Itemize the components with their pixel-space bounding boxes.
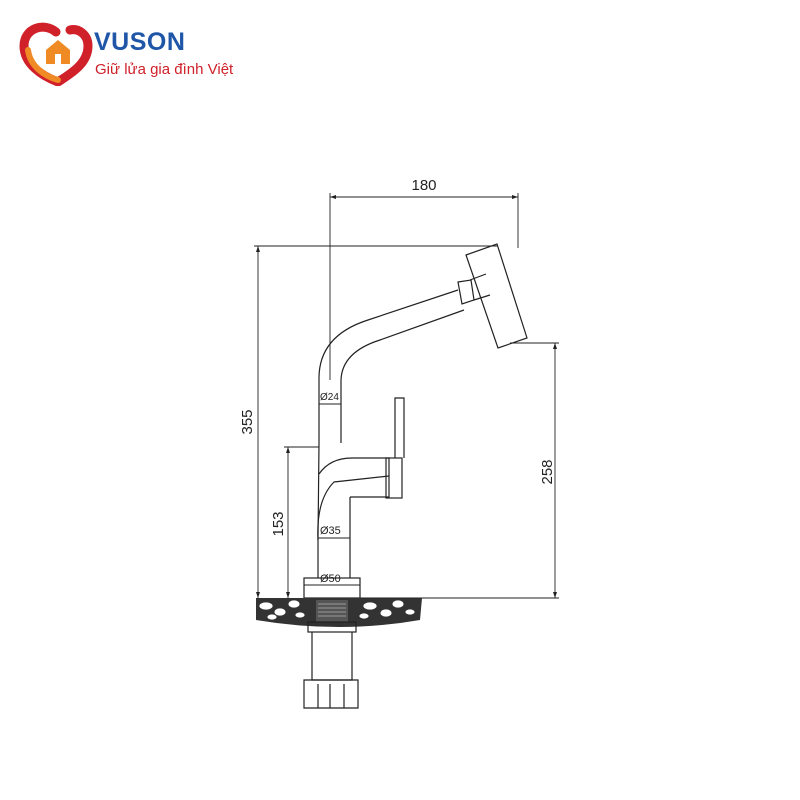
spout-height-dimension-label: 258	[539, 459, 556, 484]
body-height-dimension-label: 153	[270, 511, 287, 536]
spout-diameter-label: Ø24	[320, 392, 339, 403]
brand-name: VUSON	[94, 28, 186, 56]
base-diameter-label: Ø50	[320, 573, 341, 585]
dimension-arrows	[256, 195, 557, 598]
body-diameter-label: Ø35	[320, 525, 341, 537]
brand-tagline: Giữ lửa gia đình Việt	[95, 61, 234, 78]
dimension-lines	[254, 193, 559, 599]
total-height-dimension-label: 355	[239, 409, 256, 434]
mounting-shank	[303, 621, 359, 709]
brand-logo: VUSON Giữ lửa gia đình Việt	[18, 20, 278, 86]
reach-dimension-label: 180	[411, 177, 436, 194]
faucet-outline	[303, 243, 528, 599]
house-heart-logo-icon	[19, 22, 93, 86]
countertop-stones	[256, 598, 422, 627]
